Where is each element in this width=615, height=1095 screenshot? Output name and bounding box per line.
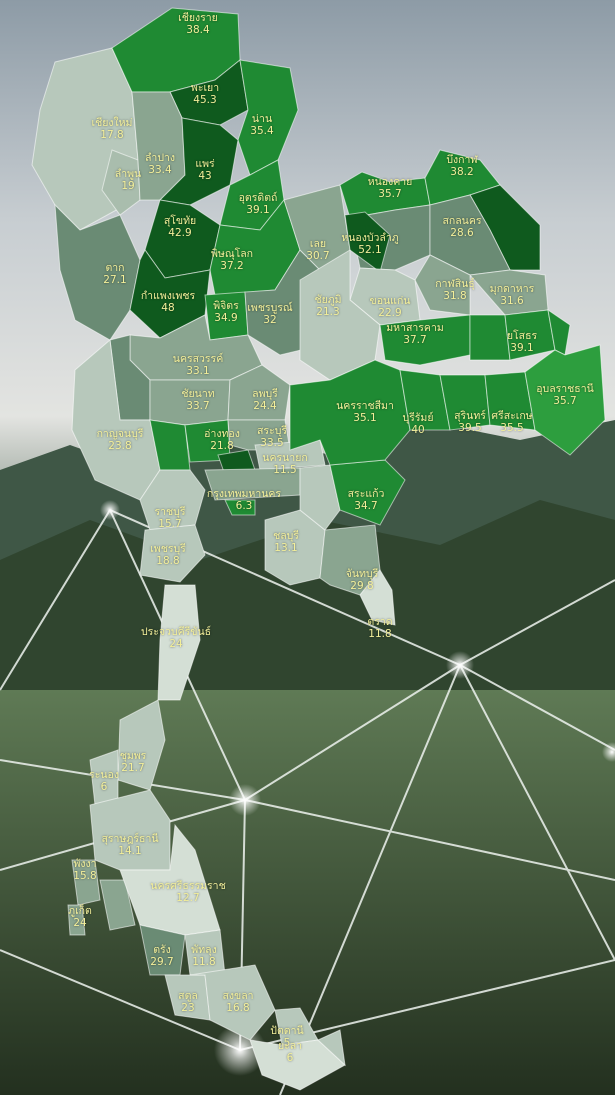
province-trat[interactable] <box>359 569 396 626</box>
province-phichit[interactable] <box>204 291 249 341</box>
province-krabi[interactable] <box>99 879 136 931</box>
province-ranong[interactable] <box>89 749 119 806</box>
province-kalasin[interactable] <box>414 254 471 316</box>
province-pattani[interactable] <box>274 1007 319 1046</box>
province-ubon-ratchathani[interactable] <box>524 344 606 456</box>
province-tak[interactable] <box>54 203 141 341</box>
province-lamphun[interactable] <box>101 149 141 216</box>
province-chai-nat[interactable] <box>149 379 231 426</box>
province-roi-et[interactable] <box>469 314 511 361</box>
province-surat-thani[interactable] <box>89 789 171 871</box>
province-yasothon[interactable] <box>504 309 556 361</box>
province-chachoengsao[interactable] <box>299 464 341 531</box>
province-samut-prakan[interactable] <box>224 499 256 516</box>
province-nan[interactable] <box>237 59 299 176</box>
province-satun[interactable] <box>164 974 211 1021</box>
province-nong-bua-lamphu[interactable] <box>344 211 391 273</box>
province-phang-nga[interactable] <box>71 859 101 906</box>
province-mukdahan[interactable] <box>469 269 549 316</box>
province-chumphon[interactable] <box>117 699 166 791</box>
province-bangkok[interactable] <box>204 467 301 501</box>
province-sa-kaeo[interactable] <box>329 459 406 526</box>
province-chaiyaphum[interactable] <box>299 249 381 381</box>
province-phuket[interactable] <box>67 904 86 936</box>
province-phatthalung[interactable] <box>184 929 226 976</box>
province-kamphaeng-phet[interactable] <box>129 249 211 339</box>
province-prachuap[interactable] <box>157 584 201 701</box>
province-nakhon-ratchasima[interactable] <box>289 359 411 466</box>
province-narathiwat[interactable] <box>317 1029 346 1067</box>
province-phetchaburi[interactable] <box>139 524 206 583</box>
province-phrae[interactable] <box>158 117 239 206</box>
